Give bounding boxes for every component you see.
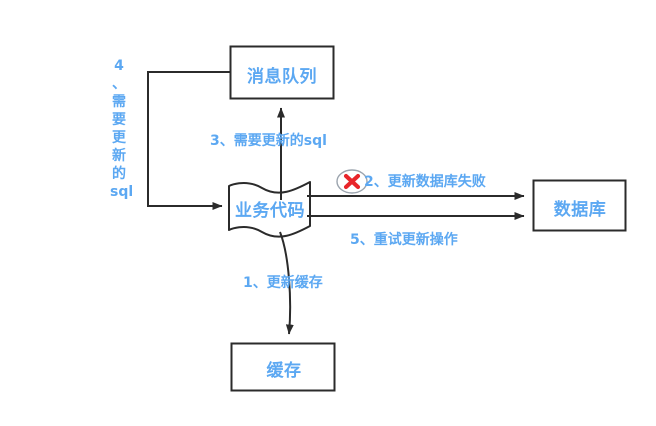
node-database-box[interactable] — [532, 179, 627, 232]
node-business-code-label: 业务代码 — [235, 201, 305, 221]
edge-label-4-char: 要 — [112, 112, 126, 128]
edge-4-path — [147, 71, 230, 210]
edge-label-4-sql-from-mq: 4 、 需 要 更 新 的 sql — [110, 57, 134, 201]
edge-label-4-char: 、 — [112, 76, 126, 92]
edge-1-path — [279, 231, 294, 335]
node-message-queue-box[interactable] — [229, 45, 335, 100]
edge-label-5-retry-update: 5、重试更新操作 — [350, 232, 458, 248]
error-cross-icon — [336, 169, 368, 194]
node-database-label: 数据库 — [553, 200, 607, 220]
edge-label-4-char: sql — [110, 184, 134, 200]
node-cache-label: 缓存 — [266, 361, 302, 381]
edge-label-4-char: 更 — [112, 130, 126, 146]
node-cache-box[interactable] — [230, 342, 336, 392]
edge-label-4-char: 4 — [114, 58, 124, 74]
edge-label-4-char: 新 — [112, 148, 126, 164]
node-business-code-shape[interactable] — [228, 181, 311, 238]
edge-label-3-sql-to-mq: 3、需要更新的sql — [210, 133, 327, 149]
edge-label-4-char: 需 — [112, 94, 126, 110]
edge-label-2-update-db-failed: 2、更新数据库失败 — [364, 174, 486, 190]
edge-label-1-update-cache: 1、更新缓存 — [243, 275, 323, 291]
node-message-queue-label: 消息队列 — [247, 67, 317, 87]
edge-label-4-char: 的 — [112, 166, 126, 182]
